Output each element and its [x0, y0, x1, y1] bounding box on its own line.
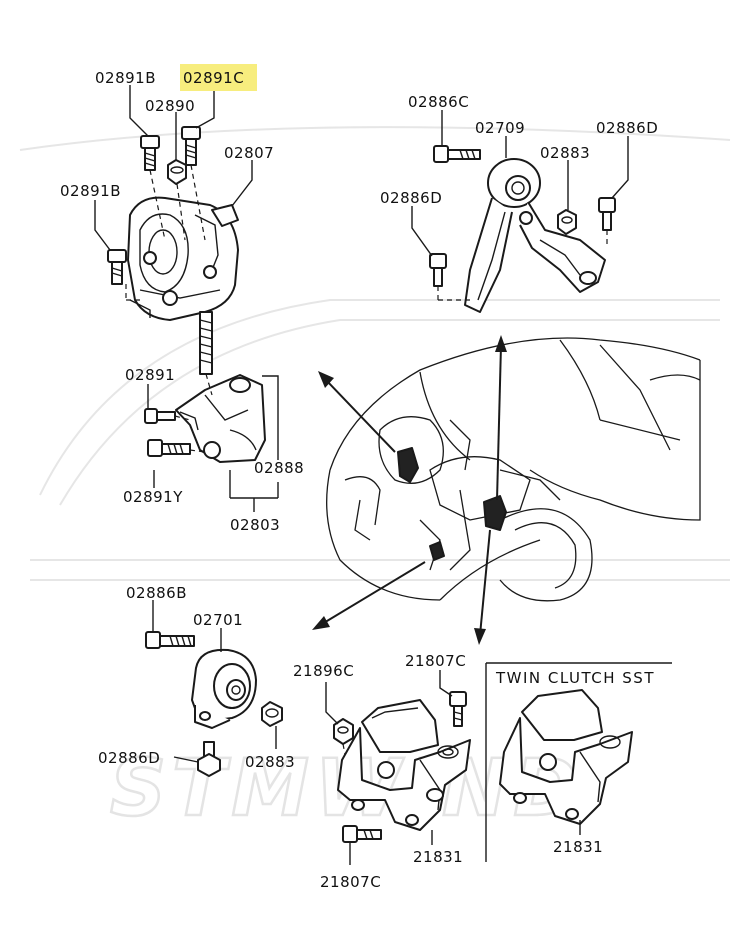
callout-labels: 02891B 02891C 02890 02807 02891B 02891 0…	[60, 64, 658, 891]
callout-21896c[interactable]: 21896C	[293, 662, 354, 680]
callout-02888[interactable]: 02888	[254, 459, 304, 477]
car-outline	[326, 337, 701, 602]
leader-lines	[94, 85, 629, 865]
torque-rod-02709	[464, 158, 606, 313]
bolt-02886d-right	[598, 197, 616, 248]
callout-02891y[interactable]: 02891Y	[123, 488, 183, 506]
inset-title: TWIN CLUTCH SST	[495, 669, 655, 687]
bolt-02891b-left	[107, 249, 127, 285]
callout-02709[interactable]: 02709	[475, 119, 525, 137]
car-mount-markers	[397, 447, 507, 561]
callout-21807c-top[interactable]: 21807C	[405, 652, 466, 670]
callout-02701[interactable]: 02701	[193, 611, 243, 629]
callout-02803[interactable]: 02803	[230, 516, 280, 534]
callout-02890[interactable]: 02890	[145, 97, 195, 115]
transmission-mount-assembly	[333, 691, 471, 843]
bracket-02803	[175, 373, 266, 463]
callout-21807c-bottom[interactable]: 21807C	[320, 873, 381, 891]
callout-02891c[interactable]: 02891C	[183, 69, 244, 87]
callout-02891[interactable]: 02891	[125, 366, 175, 384]
callout-02807[interactable]: 02807	[224, 144, 274, 162]
callout-02886d-bottom[interactable]: 02886D	[98, 749, 160, 767]
rear-mount-assembly	[145, 631, 283, 777]
callout-02886b[interactable]: 02886B	[126, 584, 187, 602]
bolt-02886b	[145, 631, 195, 649]
stud	[199, 311, 213, 375]
callout-highlight-02891c	[180, 64, 257, 91]
bolt-02891y	[147, 439, 206, 457]
mount-02807	[125, 164, 239, 321]
callout-02891b-left[interactable]: 02891B	[60, 182, 121, 200]
twin-clutch-inset	[485, 662, 672, 862]
bolt-02891c	[181, 126, 201, 166]
callout-02883-bottom[interactable]: 02883	[245, 753, 295, 771]
nut-02890	[167, 159, 187, 185]
mount-02701	[191, 648, 257, 729]
bolt-02891b-top	[140, 135, 160, 171]
bolt-21807c-top	[449, 691, 467, 727]
callout-02886d-left[interactable]: 02886D	[380, 189, 442, 207]
callout-21831-right[interactable]: 21831	[553, 838, 603, 856]
torque-rod-assembly	[429, 145, 616, 313]
bolt-02886d-bottom	[197, 741, 221, 777]
bolt-02886c	[433, 145, 481, 163]
mount-21831	[337, 699, 471, 831]
bolt-02891	[144, 408, 191, 424]
nut-02883-bottom	[261, 701, 283, 727]
callout-21831-left[interactable]: 21831	[413, 848, 463, 866]
callout-02886d-right[interactable]: 02886D	[596, 119, 658, 137]
callout-02886c[interactable]: 02886C	[408, 93, 469, 111]
callout-02883-top[interactable]: 02883	[540, 144, 590, 162]
nut-02883-top	[557, 209, 577, 235]
callout-02891b-top[interactable]: 02891B	[95, 69, 156, 87]
direction-arrows	[312, 335, 507, 645]
bolt-02886d-left	[429, 253, 470, 301]
mount-21831-tcsst	[499, 689, 633, 825]
engine-mount-assembly	[107, 126, 266, 463]
